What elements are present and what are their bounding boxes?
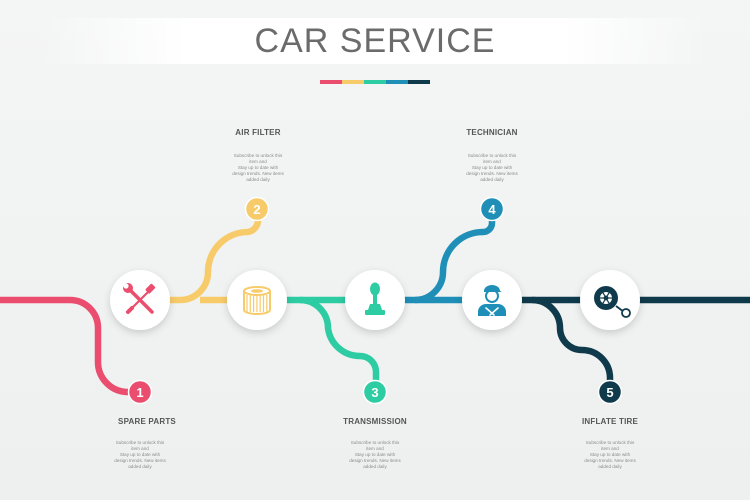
desc-line: added daily	[128, 464, 152, 469]
mechanic-icon	[478, 285, 506, 316]
desc-line: added daily	[598, 464, 622, 469]
connector-line	[257, 296, 380, 392]
step-5-description: Subscribe to unlock this item and Stay u…	[570, 440, 650, 470]
gear-shift-icon	[365, 282, 385, 315]
step-1-number: 1	[136, 385, 143, 400]
step-1-description: Subscribe to unlock this item and Stay u…	[100, 440, 180, 470]
step-1-number-badge	[127, 379, 153, 405]
step-5-number: 5	[606, 385, 613, 400]
desc-line: Stay up to date with	[354, 452, 396, 457]
desc-line: Stay up to date with	[237, 165, 279, 170]
desc-line: Subscribe to unlock this	[115, 440, 165, 445]
step-3-description: Subscribe to unlock this item and Stay u…	[335, 440, 415, 470]
connector-line	[375, 209, 496, 304]
step-4-description: Subscribe to unlock this item and Stay u…	[452, 153, 532, 183]
air-filter-icon	[243, 286, 271, 315]
connector-line	[0, 296, 138, 396]
wrench-screwdriver-icon	[123, 283, 156, 314]
step-3-number: 3	[371, 385, 378, 400]
desc-line: Subscribe to unlock this	[585, 440, 635, 445]
color-swatch	[342, 80, 364, 84]
tire-gauge-icon	[594, 286, 631, 318]
color-strip	[320, 80, 430, 84]
desc-line: item and	[131, 446, 149, 451]
desc-line: design trends. New items	[232, 171, 284, 176]
color-swatch	[386, 80, 408, 84]
step-2-description: Subscribe to unlock this item and Stay u…	[218, 153, 298, 183]
desc-line: Stay up to date with	[471, 165, 513, 170]
step-2-number: 2	[253, 202, 260, 217]
desc-line: item and	[483, 159, 501, 164]
step-4-icon-circle	[462, 270, 522, 330]
title-band	[40, 18, 710, 64]
step-3-title: TRANSMISSION	[343, 417, 407, 426]
desc-line: item and	[366, 446, 384, 451]
desc-line: item and	[601, 446, 619, 451]
desc-line: design trends. New items	[114, 458, 166, 463]
desc-line: Subscribe to unlock this	[350, 440, 400, 445]
step-5-number-badge	[597, 379, 623, 405]
step-4-number: 4	[488, 202, 496, 217]
color-swatch	[408, 80, 430, 84]
desc-line: item and	[249, 159, 267, 164]
desc-line: Subscribe to unlock this	[467, 153, 517, 158]
step-4-title: TECHNICIAN	[466, 128, 518, 137]
desc-line: added daily	[480, 177, 504, 182]
desc-line: Stay up to date with	[589, 452, 631, 457]
step-5-title: INFLATE TIRE	[581, 417, 639, 426]
step-3-number-badge	[362, 379, 388, 405]
page-title: CAR SERVICE	[254, 22, 496, 60]
desc-line: design trends. New items	[584, 458, 636, 463]
step-2-number-badge	[244, 196, 270, 222]
desc-line: added daily	[246, 177, 270, 182]
color-swatch	[320, 80, 342, 84]
desc-line: design trends. New items	[349, 458, 401, 463]
connector-line	[140, 209, 262, 304]
step-1-title: SPARE PARTS	[118, 417, 176, 426]
desc-line: added daily	[363, 464, 387, 469]
desc-line: Stay up to date with	[119, 452, 161, 457]
step-4-number-badge	[479, 196, 505, 222]
desc-line: Subscribe to unlock this	[233, 153, 283, 158]
step-2-title: AIR FILTER	[235, 128, 281, 137]
desc-line: design trends. New items	[466, 171, 518, 176]
color-swatch	[364, 80, 386, 84]
connector-line	[492, 296, 614, 392]
